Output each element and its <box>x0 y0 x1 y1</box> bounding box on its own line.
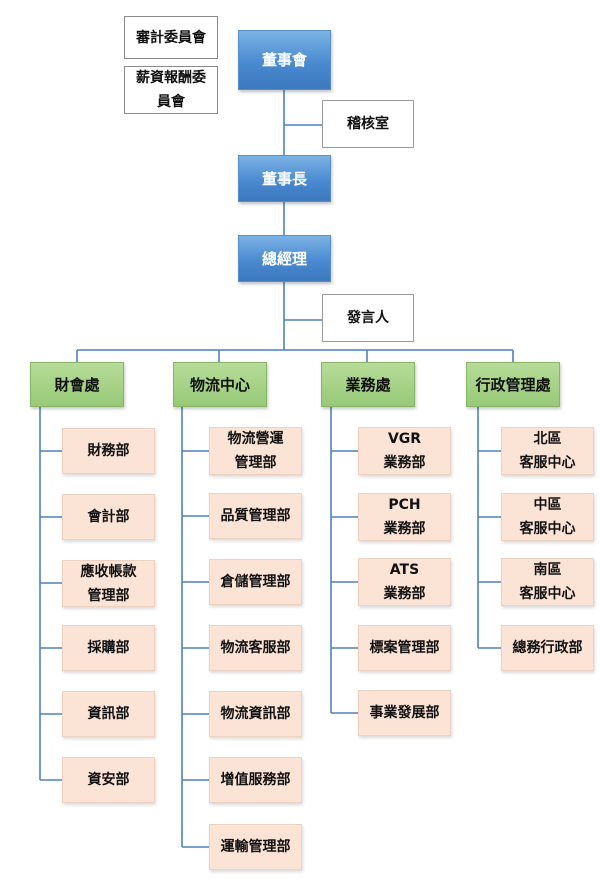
unit-label-line1: 資安部 <box>87 772 130 788</box>
unit-label-line1: 物流資訊部 <box>220 706 291 722</box>
unit-label-line2: 業務部 <box>383 586 426 602</box>
unit-label-line1: 物流客服部 <box>220 640 291 656</box>
unit-label-line1: 倉儲管理部 <box>220 574 291 590</box>
unit-finance-6: 資安部 <box>62 757 155 803</box>
unit-label-line1: 物流營運 <box>227 431 284 447</box>
unit-label-line1: 標案管理部 <box>369 640 440 656</box>
general-manager-box: 總經理 <box>238 235 331 282</box>
unit-label-line2: 管理部 <box>234 455 277 471</box>
division-admin: 行政管理處 <box>466 362 560 407</box>
compensation-committee-label-line1: 薪資報酬委 <box>136 70 206 86</box>
unit-label-line1: PCH <box>388 497 421 513</box>
unit-label-line1: 財務部 <box>87 443 130 459</box>
unit-label-line2: 客服中心 <box>519 455 576 471</box>
unit-admin-1: 北區 客服中心 <box>501 427 594 475</box>
unit-logistics-1: 物流營運 管理部 <box>209 427 302 475</box>
unit-logistics-4: 物流客服部 <box>209 625 302 671</box>
unit-finance-1: 財務部 <box>62 428 155 474</box>
unit-label-line1: 北區 <box>533 431 562 447</box>
division-logistics: 物流中心 <box>173 362 267 407</box>
spokesperson-box: 發言人 <box>322 294 414 342</box>
compensation-committee-box: 薪資報酬委 員會 <box>124 66 218 114</box>
unit-label-line1: 南區 <box>533 562 562 578</box>
audit-office-box: 稽核室 <box>322 100 414 148</box>
division-business: 業務處 <box>321 362 415 407</box>
unit-logistics-3: 倉儲管理部 <box>209 559 302 605</box>
board-box: 董事會 <box>238 30 331 90</box>
unit-label-line2: 客服中心 <box>519 586 576 602</box>
unit-label-line1: 資訊部 <box>87 706 130 722</box>
unit-label-line1: 增值服務部 <box>220 772 291 788</box>
unit-label-line1: 品質管理部 <box>220 508 291 524</box>
unit-logistics-6: 增值服務部 <box>209 757 302 803</box>
unit-label-line1: 中區 <box>533 497 562 513</box>
unit-label-line1: 總務行政部 <box>512 640 583 656</box>
unit-label-line2: 業務部 <box>383 455 426 471</box>
unit-label-line2: 管理部 <box>87 587 130 604</box>
unit-label-line1: 採購部 <box>87 640 130 656</box>
unit-label-line1: VGR <box>387 431 422 447</box>
unit-logistics-5: 物流資訊部 <box>209 691 302 737</box>
unit-label-line1: 會計部 <box>87 509 130 525</box>
unit-logistics-2: 品質管理部 <box>209 493 302 539</box>
unit-label-line1: 應收帳款 <box>80 563 137 580</box>
audit-committee-label: 審計委員會 <box>136 29 206 46</box>
unit-label-line2: 業務部 <box>383 521 426 537</box>
unit-business-1: VGR 業務部 <box>358 427 451 475</box>
unit-logistics-7: 運輸管理部 <box>209 824 302 870</box>
unit-label-line1: 運輸管理部 <box>220 839 291 855</box>
unit-business-2: PCH 業務部 <box>358 493 451 541</box>
unit-admin-2: 中區 客服中心 <box>501 493 594 541</box>
compensation-committee-label-line2: 員會 <box>157 94 185 110</box>
unit-label-line2: 客服中心 <box>519 521 576 537</box>
unit-admin-4: 總務行政部 <box>501 625 594 671</box>
unit-admin-3: 南區 客服中心 <box>501 558 594 606</box>
unit-finance-5: 資訊部 <box>62 691 155 737</box>
unit-label-line1: 事業發展部 <box>369 705 440 721</box>
unit-business-4: 標案管理部 <box>358 625 451 671</box>
unit-finance-3: 應收帳款 管理部 <box>62 560 155 607</box>
division-finance: 財會處 <box>30 362 124 407</box>
unit-label-line1: ATS <box>389 562 420 578</box>
unit-business-3: ATS 業務部 <box>358 558 451 606</box>
audit-committee-box: 審計委員會 <box>124 16 218 59</box>
unit-business-5: 事業發展部 <box>358 690 451 736</box>
unit-finance-4: 採購部 <box>62 625 155 671</box>
chairman-box: 董事長 <box>238 155 331 202</box>
unit-finance-2: 會計部 <box>62 494 155 540</box>
